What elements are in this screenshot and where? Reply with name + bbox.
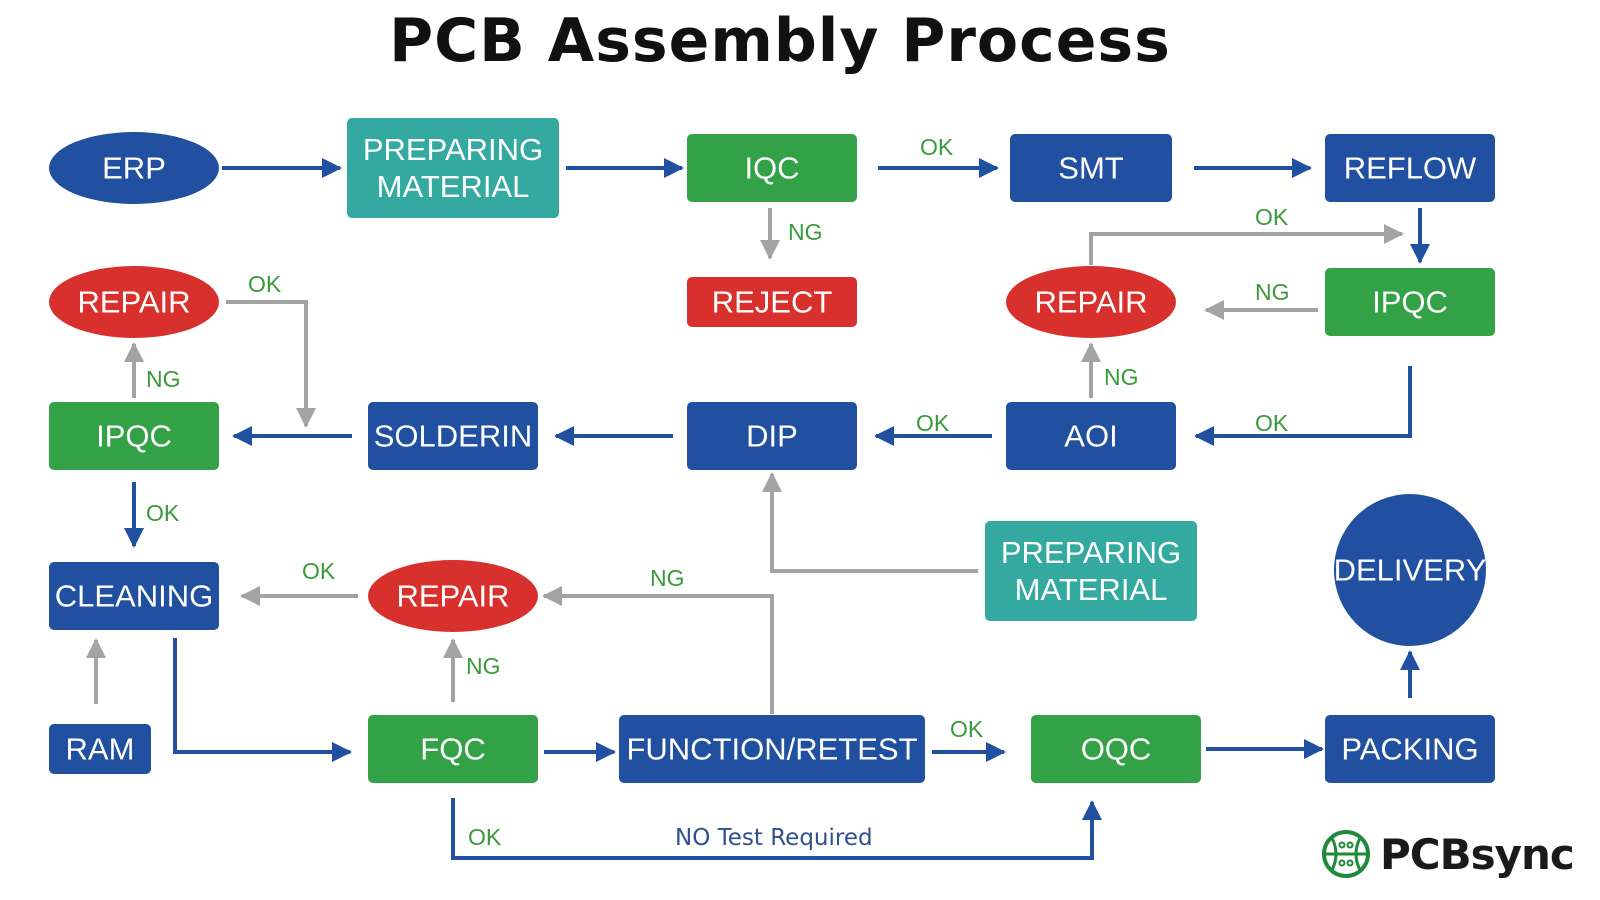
edge-label: OK: [146, 500, 180, 526]
edge-repair1-to-ipqc1: [226, 300, 316, 428]
node-shape: [1325, 715, 1495, 783]
edge-label: OK: [468, 824, 502, 850]
node-label: AOI: [1064, 419, 1117, 454]
logo-text: PCBsync: [1380, 829, 1575, 879]
edge-label: OK: [248, 271, 282, 297]
node-label: IPQC: [96, 419, 172, 454]
node-label: DELIVERY: [1334, 553, 1487, 588]
node-cleaning: CLEANING: [49, 562, 219, 630]
pcbsync-logo: PCBsync: [1320, 828, 1575, 880]
edge-label: NG: [650, 565, 685, 591]
node-shape: [49, 724, 151, 774]
node-label: PACKING: [1341, 732, 1478, 767]
pcb-circuit-logo-icon: [1322, 830, 1370, 878]
node-shape: [687, 402, 857, 470]
node-label: DIP: [746, 419, 798, 454]
node-shape: [1325, 134, 1495, 202]
node-label: PREPARING: [1001, 535, 1181, 570]
node-repair1: REPAIR: [49, 266, 219, 338]
node-repair2: REPAIR: [1006, 266, 1176, 338]
node-shape: [619, 715, 925, 783]
node-label: CLEANING: [55, 579, 213, 614]
edge-label: OK: [916, 410, 950, 436]
node-label: FUNCTION/RETEST: [626, 732, 917, 767]
node-repair3: REPAIR: [368, 560, 538, 632]
edge-label: OK: [950, 716, 984, 742]
node-oqc: OQC: [1031, 715, 1201, 783]
node-dip: DIP: [687, 402, 857, 470]
edge-label: NG: [1104, 364, 1139, 390]
node-label: PREPARING: [363, 132, 543, 167]
node-label: REPAIR: [1034, 285, 1147, 320]
node-label: REPAIR: [396, 579, 509, 614]
node-label: MATERIAL: [377, 169, 530, 204]
node-label: REJECT: [712, 285, 833, 320]
node-solder: SOLDERIN: [368, 402, 538, 470]
edge-fqc-to-oqc: [451, 798, 1102, 860]
node-label: OQC: [1081, 732, 1152, 767]
node-ram: RAM: [49, 724, 151, 774]
node-label: REFLOW: [1344, 151, 1477, 186]
node-reflow: REFLOW: [1325, 134, 1495, 202]
edge-func-to-repair3: [542, 586, 774, 714]
node-reject: REJECT: [687, 277, 857, 327]
edge-label: OK: [1255, 204, 1289, 230]
edge-label: OK: [302, 558, 336, 584]
node-aoi: AOI: [1006, 402, 1176, 470]
node-smt: SMT: [1010, 134, 1172, 202]
node-shape: [49, 132, 219, 204]
node-shape: [1325, 268, 1495, 336]
node-label: REPAIR: [77, 285, 190, 320]
node-shape: [347, 118, 559, 218]
edge-prep2-to-dip: [762, 472, 978, 573]
node-label: FQC: [420, 732, 485, 767]
node-shape: [1010, 134, 1172, 202]
node-shape: [1006, 402, 1176, 470]
edge-label: NG: [146, 366, 181, 392]
edge-repair2-to-ipqc2: [1089, 224, 1404, 265]
node-label: SMT: [1058, 151, 1124, 186]
node-erp: ERP: [49, 132, 219, 204]
node-ipqc2: IPQC: [1325, 268, 1495, 336]
edge-label: OK: [920, 134, 954, 160]
node-label: SOLDERIN: [374, 419, 532, 454]
edge-label: OK: [1255, 410, 1289, 436]
edge-cleaning-to-fqc: [173, 638, 352, 762]
node-label: IPQC: [1372, 285, 1448, 320]
node-shape: [985, 521, 1197, 621]
edge-label: NG: [1255, 279, 1290, 305]
node-ipqc1: IPQC: [49, 402, 219, 470]
node-shape: [49, 266, 219, 338]
node-shape: [49, 402, 219, 470]
node-shape: [368, 402, 538, 470]
node-label: RAM: [66, 732, 135, 767]
node-shape: [687, 277, 857, 327]
node-label: IQC: [744, 151, 799, 186]
edge-label: NG: [788, 219, 823, 245]
node-iqc: IQC: [687, 134, 857, 202]
edge-note: NO Test Required: [675, 825, 873, 851]
node-shape: [368, 560, 538, 632]
node-func: FUNCTION/RETEST: [619, 715, 925, 783]
node-shape: [49, 562, 219, 630]
node-shape: [1031, 715, 1201, 783]
edge-label: NG: [466, 653, 501, 679]
node-delivery: DELIVERY: [1334, 494, 1487, 646]
node-packing: PACKING: [1325, 715, 1495, 783]
node-fqc: FQC: [368, 715, 538, 783]
edge-ipqc2-to-aoi: [1194, 366, 1412, 446]
node-label: MATERIAL: [1015, 572, 1168, 607]
node-shape: [1334, 494, 1486, 646]
node-shape: [687, 134, 857, 202]
page-title: PCB Assembly Process: [389, 6, 1171, 76]
node-shape: [368, 715, 538, 783]
node-label: ERP: [102, 151, 166, 186]
node-shape: [1006, 266, 1176, 338]
